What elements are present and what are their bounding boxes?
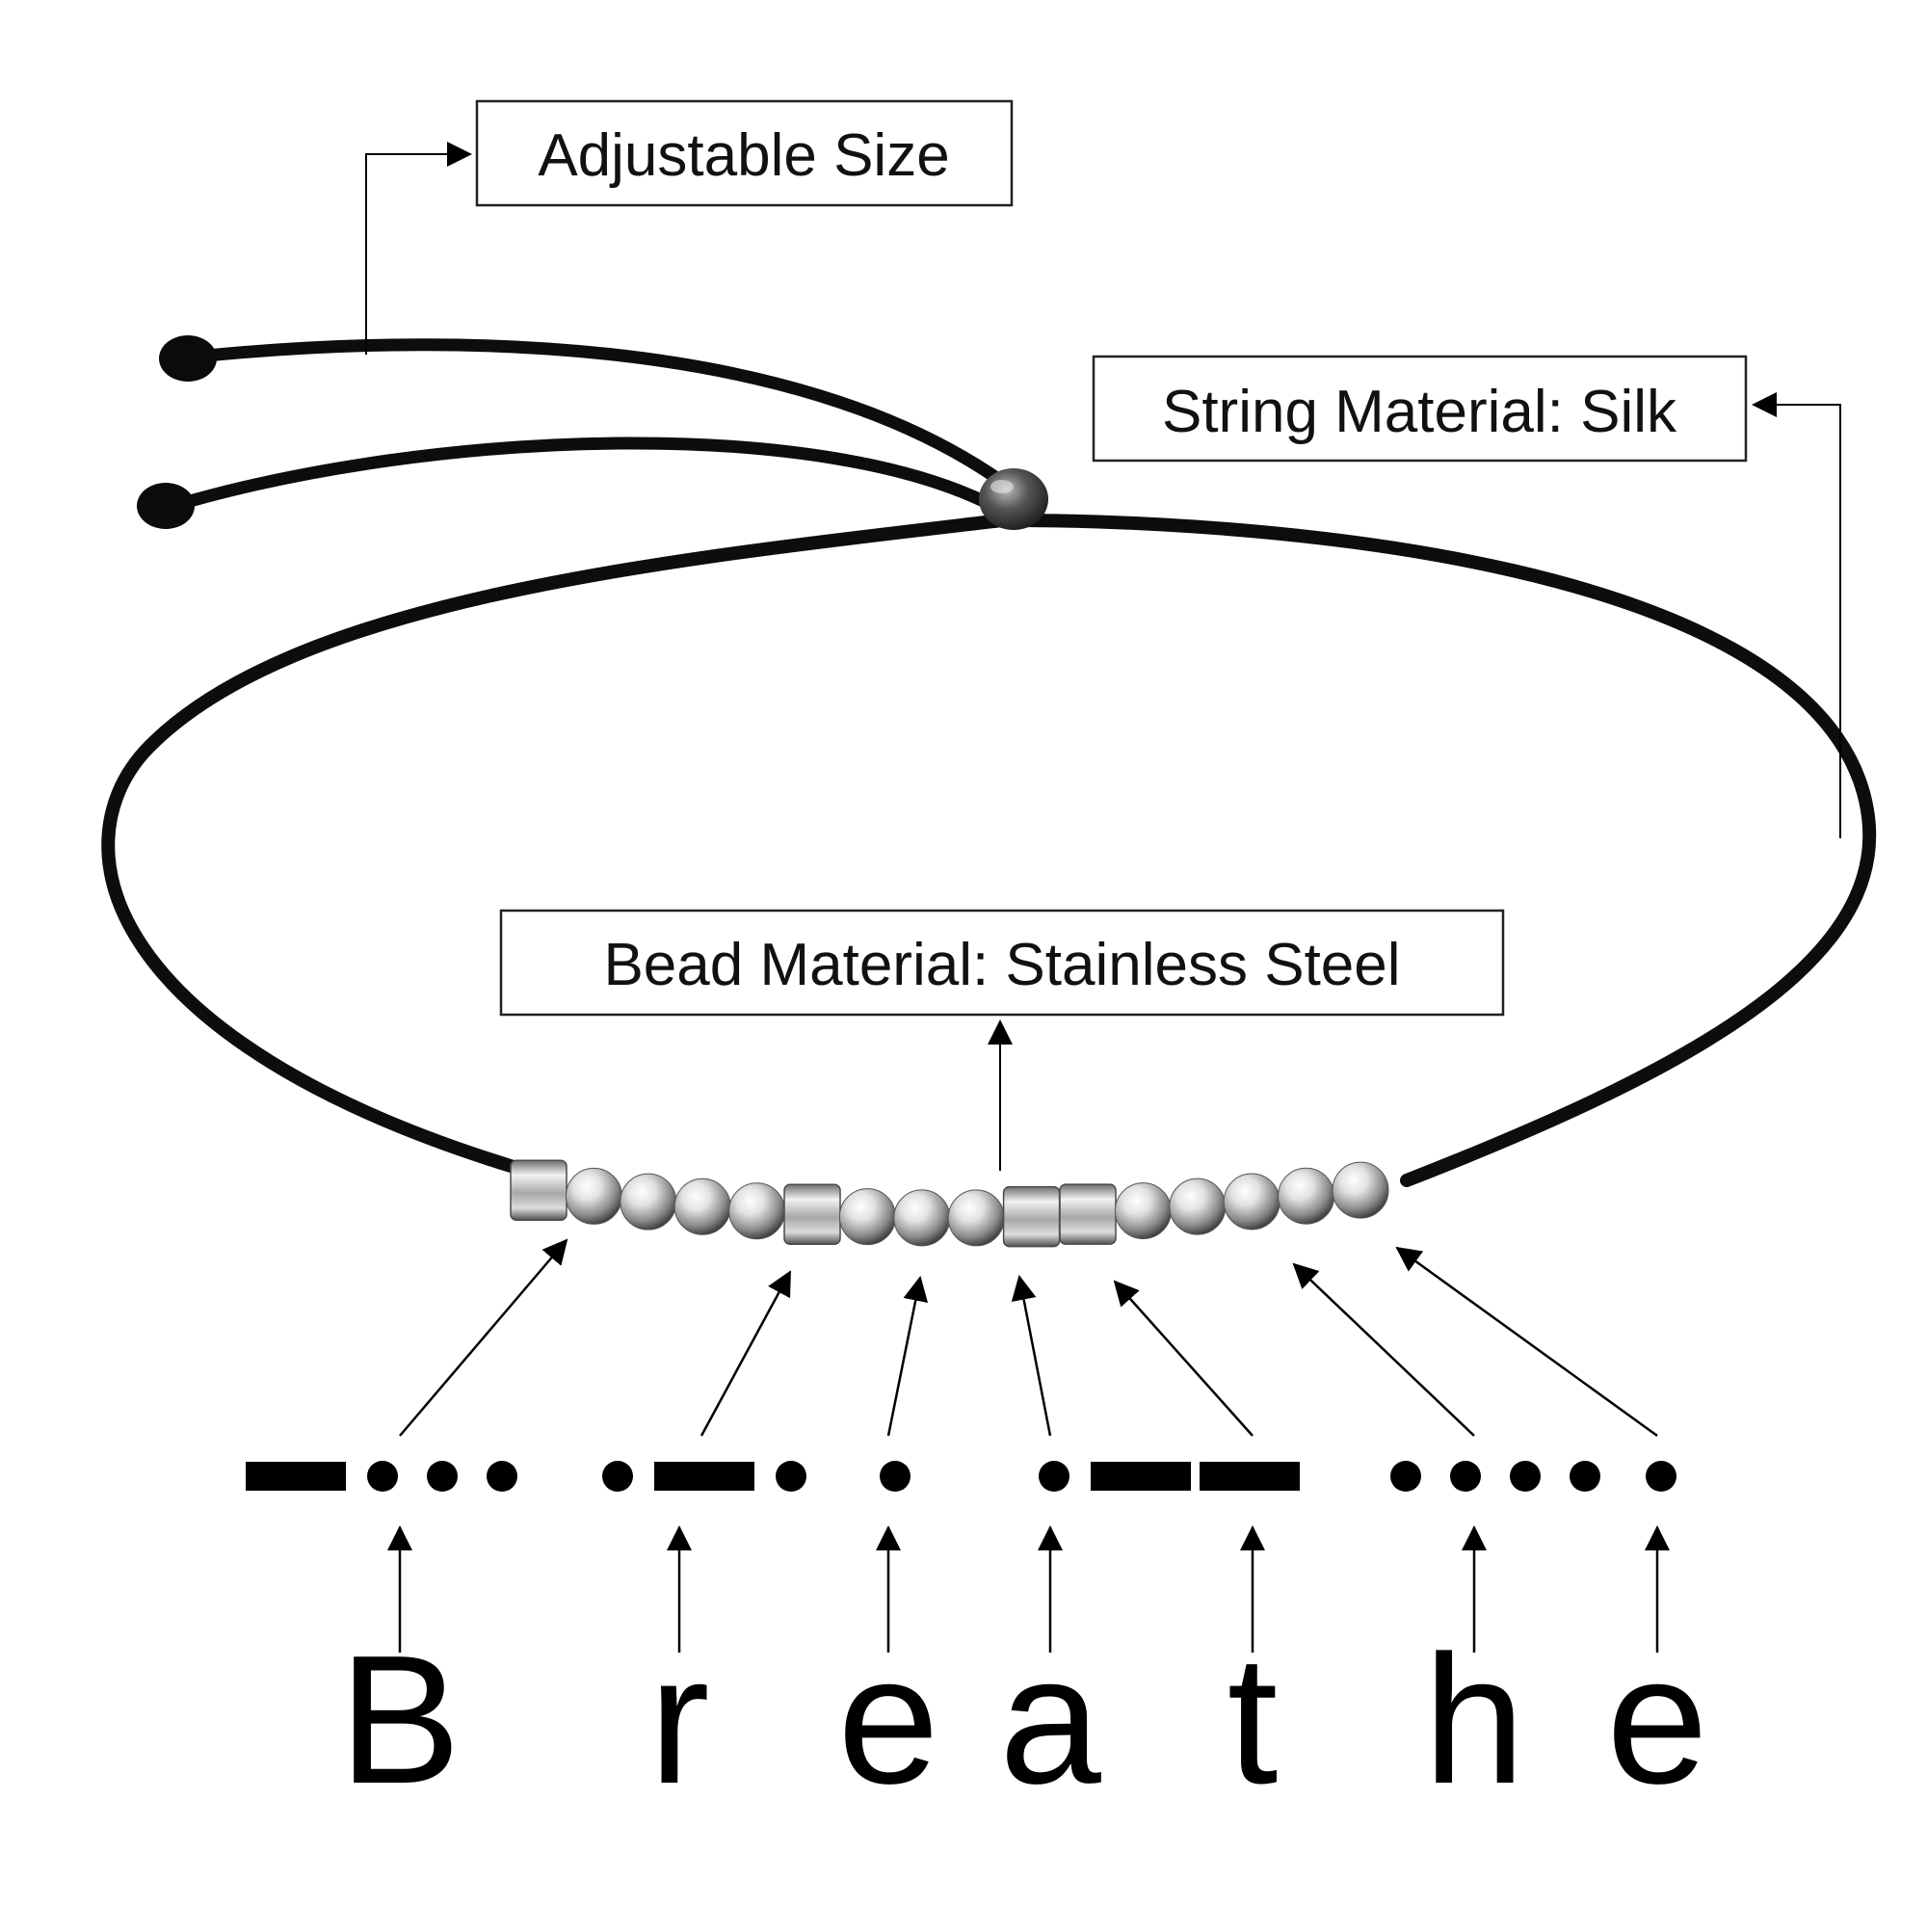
letter-4: a <box>999 1618 1101 1822</box>
pointer-arrow-a <box>1011 1275 1052 1437</box>
morse-dot <box>1510 1461 1541 1492</box>
bead-ball <box>947 1189 1005 1247</box>
callout-label-string-material: String Material: Silk <box>1162 379 1677 445</box>
pointer-arrow-r <box>700 1270 792 1437</box>
morse-dash <box>246 1462 346 1491</box>
morse-dot <box>1646 1461 1676 1492</box>
cord-end-upper <box>191 338 1009 489</box>
morse-dot <box>367 1461 398 1492</box>
callout-box-bead-material <box>499 909 1505 1017</box>
morse-dot <box>487 1461 517 1492</box>
morse-dot <box>1390 1461 1421 1492</box>
leader-string-material <box>1752 392 1841 838</box>
callout-label-adjustable-size: Adjustable Size <box>538 122 949 189</box>
bead-pointer-arrows <box>399 1238 1658 1438</box>
knot-lower <box>137 483 195 529</box>
bead-tube <box>1059 1183 1117 1245</box>
callout-label-bead-material: Bead Material: Stainless Steel <box>603 932 1400 998</box>
bead-tube <box>1002 1185 1061 1248</box>
bead-ball <box>620 1173 677 1231</box>
pointer-arrow-t <box>1113 1280 1254 1437</box>
bead-tube <box>510 1159 568 1221</box>
bead-ball <box>565 1167 622 1225</box>
bead-ball <box>1223 1173 1280 1231</box>
bead-ball <box>838 1188 896 1246</box>
letter-5: t <box>1227 1618 1279 1822</box>
bracelet-cord <box>101 338 1877 1187</box>
callout-box-adjustable-size <box>475 99 1014 207</box>
morse-dash <box>1091 1462 1191 1491</box>
bead-tube <box>783 1183 841 1245</box>
morse-dash <box>654 1462 754 1491</box>
letter-3: e <box>837 1618 939 1822</box>
pointer-arrow-h <box>1292 1262 1475 1437</box>
pointer-arrow-b <box>399 1238 568 1437</box>
bead-ball <box>728 1182 786 1240</box>
morse-dot <box>880 1461 911 1492</box>
letter-1: B <box>339 1618 462 1822</box>
letter-6: h <box>1423 1618 1525 1822</box>
bead-ball <box>673 1178 731 1235</box>
pointer-arrow-e2 <box>1395 1246 1658 1438</box>
morse-dash <box>1200 1462 1300 1491</box>
morse-beads <box>510 1159 1389 1248</box>
morse-code-row <box>246 1461 1676 1492</box>
morse-dot <box>1450 1461 1481 1492</box>
knot-upper <box>159 335 217 382</box>
pointer-arrow-e1 <box>886 1276 929 1437</box>
letter-7: e <box>1606 1618 1708 1822</box>
morse-dot <box>427 1461 458 1492</box>
letter-pointer-arrows <box>387 1525 1670 1653</box>
callout-box-string-material <box>1092 355 1748 463</box>
bead-ball <box>1114 1182 1172 1240</box>
morse-dot <box>776 1461 806 1492</box>
cord-loop <box>101 514 1009 1173</box>
morse-dot <box>1570 1461 1600 1492</box>
cord-end-lower <box>167 437 1009 517</box>
cord-loop-right <box>1000 514 1877 1187</box>
leader-adjustable-size <box>365 142 472 355</box>
morse-dot <box>1039 1461 1069 1492</box>
bead-ball <box>893 1189 951 1247</box>
callout-bead-material: Bead Material: Stainless Steel <box>499 909 1505 1171</box>
bead-ball <box>1169 1178 1227 1235</box>
cord-knots <box>137 335 217 529</box>
bead-ball <box>1332 1161 1389 1219</box>
callout-string-material: String Material: Silk <box>1092 355 1841 838</box>
slider-bead <box>979 468 1048 530</box>
letter-2: r <box>648 1618 709 1822</box>
morse-dot <box>602 1461 633 1492</box>
callout-adjustable-size: Adjustable Size <box>365 99 1014 355</box>
bead-ball <box>1278 1167 1335 1225</box>
